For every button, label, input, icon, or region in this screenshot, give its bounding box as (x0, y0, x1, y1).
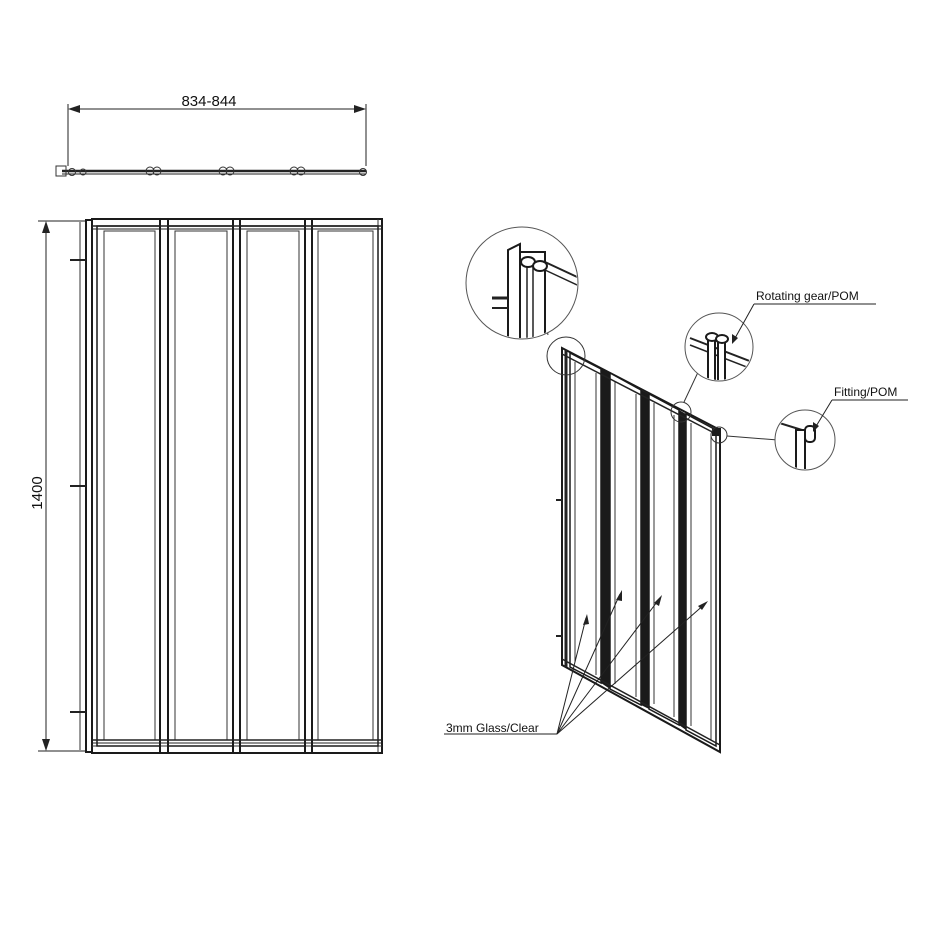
label-rotating-gear: Rotating gear/POM (732, 289, 876, 344)
iso-wall-profile (556, 350, 568, 667)
glass-leaders (556, 590, 708, 735)
iso-panel-4 (685, 412, 717, 748)
label-fitting: Fitting/POM (813, 385, 908, 432)
height-dimension: 1400 (29, 220, 86, 752)
detail-wall-top (465, 226, 579, 340)
iso-panel-1 (569, 351, 602, 685)
detail-fitting (774, 409, 836, 471)
callout-marker-gear (670, 401, 692, 423)
fitting-label: Fitting/POM (834, 385, 897, 399)
hinge-plan-3 (289, 166, 306, 176)
iso-panel-2 (609, 371, 642, 707)
glass-label: 3mm Glass/Clear (446, 721, 539, 735)
width-dimension-label: 834-844 (181, 93, 236, 110)
panel-4 (311, 225, 379, 747)
label-glass: 3mm Glass/Clear (444, 590, 708, 735)
detail-rotating-gear (684, 312, 754, 382)
panel-3 (239, 225, 306, 747)
hinge-plan-1 (145, 166, 162, 176)
panel-2 (167, 225, 234, 747)
wall-profile (70, 219, 93, 753)
plan-view-panels (55, 165, 367, 177)
iso-panel-3 (648, 392, 680, 727)
wall-profile-plan (55, 165, 67, 177)
front-view: 1400 (29, 218, 383, 754)
hinge-profiles (159, 218, 313, 754)
bottom-rail (92, 225, 382, 744)
iso-hinges (601, 369, 686, 730)
width-dimension: 834-844 (67, 93, 367, 166)
hinge-plan-2 (218, 166, 235, 176)
callout-marker-fitting (710, 426, 728, 444)
callout-marker-wall (546, 336, 586, 376)
iso-end-fitting (712, 428, 721, 436)
panel-1 (96, 225, 161, 747)
isometric-view: Rotating gear/POM Fitting/POM 3mm Glass/… (444, 226, 908, 754)
height-dimension-label: 1400 (29, 476, 46, 509)
rotating-gear-label: Rotating gear/POM (756, 289, 859, 303)
top-view: 834-844 (55, 93, 367, 177)
